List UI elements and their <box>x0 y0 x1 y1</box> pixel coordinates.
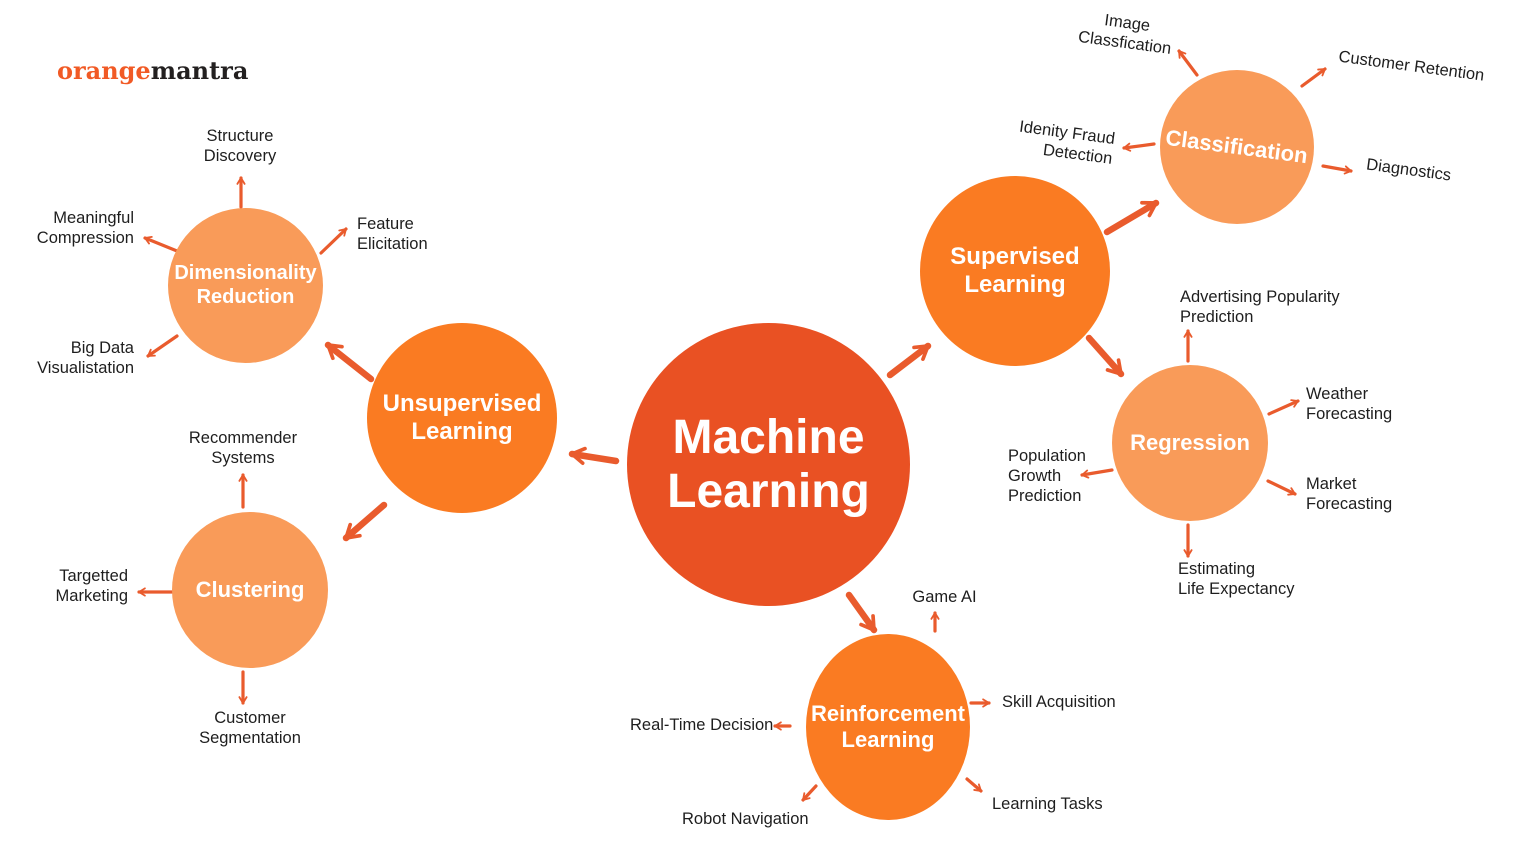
leaf-structure-discovery: Structure Discovery <box>203 127 277 166</box>
arrow-idenity-fraud <box>1122 142 1156 152</box>
arrow-weather-forecasting <box>1267 399 1300 416</box>
node-classification: Classification <box>1160 70 1314 224</box>
leaf-advertising-popularity-prediction: Advertising Popularity Prediction <box>1180 288 1340 327</box>
node-reinforcement-learning: Reinforcement Learning <box>806 634 970 820</box>
leaf-image-classfication: Image Classfication <box>1077 11 1173 59</box>
node-supervised-learning-label: Supervised Learning <box>950 242 1080 298</box>
leaf-recommender-systems: Recommender Systems <box>188 429 298 468</box>
arrow-feature-elicitation <box>319 227 348 255</box>
arrow-meaningful-compression <box>143 235 179 253</box>
leaf-targetted-marketing: Targetted Marketing <box>55 567 128 606</box>
logo-part-mantra: mantra <box>150 56 249 85</box>
arrow-learning-tasks <box>965 777 983 793</box>
node-regression: Regression <box>1112 365 1268 521</box>
leaf-game-ai: Game AI <box>912 588 977 606</box>
leaf-estimating-life-expectancy: Estimating Life Expectancy <box>1178 560 1295 599</box>
leaf-population-growth-prediction: Population Growth Prediction <box>1008 447 1086 506</box>
leaf-diagnostics: Diagnostics <box>1365 155 1453 185</box>
node-dimensionality-reduction: Dimensionality Reduction <box>168 208 323 363</box>
leaf-market-forecasting: Market Forecasting <box>1306 475 1393 514</box>
node-clustering-label: Clustering <box>195 577 305 603</box>
node-dimensionality-reduction-label: Dimensionality Reduction <box>174 261 317 308</box>
arrow-supervised-classification <box>1103 199 1160 236</box>
leaf-feature-elicitation: Feature Elicitation <box>357 215 428 254</box>
node-clustering: Clustering <box>172 512 328 668</box>
arrow-supervised-regression <box>1085 334 1125 378</box>
leaf-meaningful-compression: Meaningful Compression <box>36 209 134 248</box>
orangemantra-logo: orangemantra <box>57 56 248 85</box>
leaf-big-data-visualistation: Big Data Visualistation <box>37 339 134 378</box>
arrow-unsupervised-dimensionality <box>324 341 375 383</box>
leaf-robot-navigation: Robot Navigation <box>682 810 809 828</box>
logo-part-orange: orange <box>57 56 151 85</box>
leaf-real-time-decision: Real-Time Decision <box>630 716 774 734</box>
leaf-customer-segmentation: Customer Segmentation <box>199 709 301 748</box>
node-unsupervised-learning-label: Unsupervised Learning <box>382 389 542 445</box>
node-reinforcement-learning-label: Reinforcement Learning <box>810 701 966 752</box>
arrow-ml-unsupervised <box>568 446 620 465</box>
node-unsupervised-learning: Unsupervised Learning <box>367 323 557 513</box>
leaf-learning-tasks: Learning Tasks <box>992 795 1103 813</box>
arrow-ml-reinforcement <box>845 591 878 634</box>
node-supervised-learning: Supervised Learning <box>920 176 1110 366</box>
arrow-diagnostics <box>1321 164 1353 175</box>
arrow-unsupervised-clustering <box>342 501 388 542</box>
arrow-customer-retention <box>1300 67 1327 88</box>
arrow-market-forecasting <box>1266 479 1297 496</box>
node-regression-label: Regression <box>1130 430 1250 456</box>
leaf-idenity-fraud-detection: Idenity Fraud Detection <box>1018 117 1117 169</box>
leaf-skill-acquisition: Skill Acquisition <box>1002 693 1116 711</box>
arrow-robot-navigation <box>801 784 818 802</box>
arrow-ml-supervised <box>886 342 932 379</box>
leaf-weather-forecasting: Weather Forecasting <box>1306 385 1393 424</box>
node-machine-learning: Machine Learning <box>627 323 910 606</box>
arrow-big-data-visualistation <box>146 334 179 358</box>
leaf-customer-retention: Customer Retention <box>1337 47 1486 85</box>
node-classification-label: Classification <box>1164 124 1310 169</box>
node-machine-learning-label: Machine Learning <box>667 410 870 518</box>
